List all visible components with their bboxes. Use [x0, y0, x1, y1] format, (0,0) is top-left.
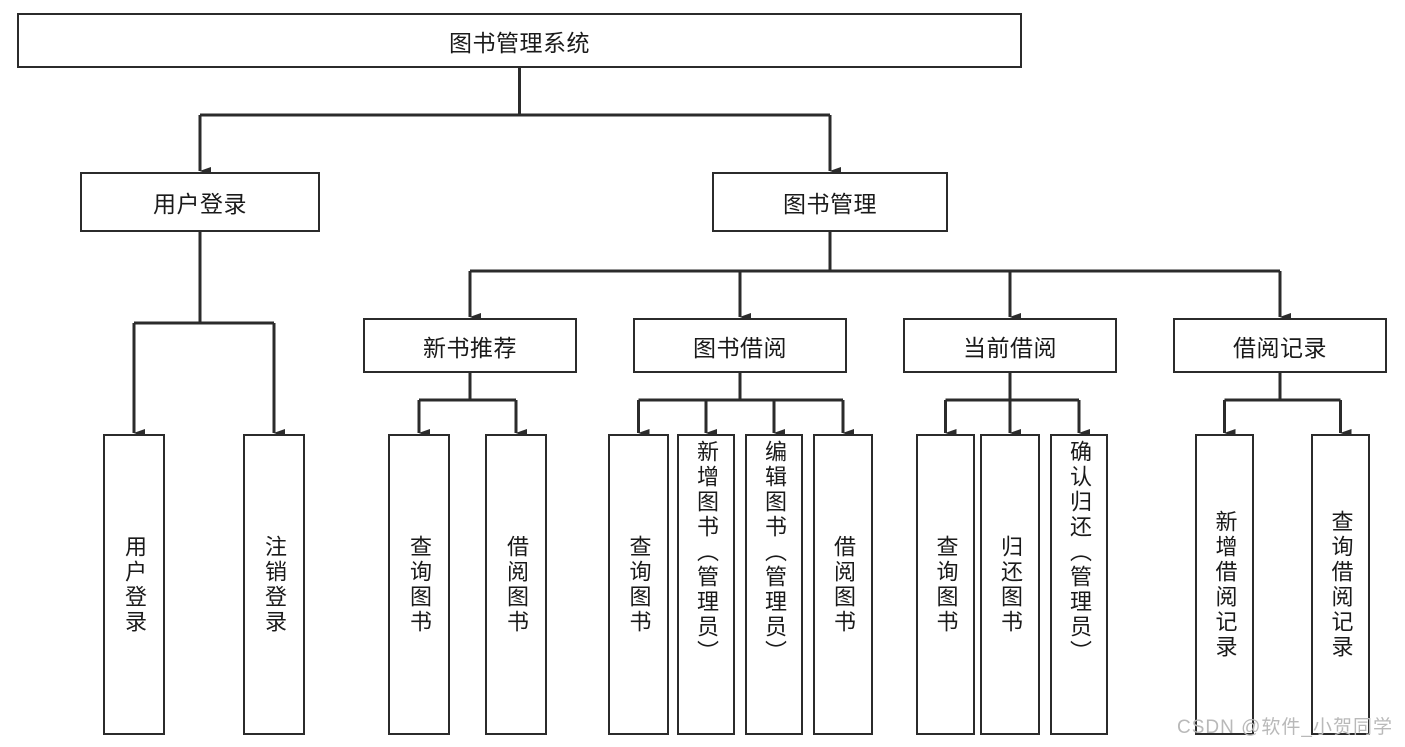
node-label: 归还图书	[998, 534, 1023, 635]
node-label: 查询借阅记录	[1328, 509, 1354, 660]
node-label: 新书推荐	[423, 334, 517, 361]
node-label: 图书借阅	[693, 334, 787, 361]
node-label: 注销登录	[262, 534, 287, 635]
node-leaf-query-book[interactable]: 查询图书	[608, 434, 669, 735]
node-leaf-query-book-cur[interactable]: 查询图书	[916, 434, 975, 735]
node-label: 图书管理系统	[449, 29, 590, 56]
node-new-book-rec[interactable]: 新书推荐	[363, 318, 577, 373]
node-leaf-edit-book[interactable]: 编辑图书（管理员）	[745, 434, 803, 735]
node-leaf-query-record[interactable]: 查询借阅记录	[1311, 434, 1370, 735]
node-leaf-user-logout[interactable]: 注销登录	[243, 434, 305, 735]
node-leaf-user-login[interactable]: 用户登录	[103, 434, 165, 735]
watermark-text: CSDN @软件_小贺同学	[1177, 717, 1393, 738]
node-label: 借阅图书	[831, 534, 856, 635]
node-leaf-confirm-return[interactable]: 确认归还（管理员）	[1050, 434, 1108, 735]
node-user-login[interactable]: 用户登录	[80, 172, 320, 232]
node-label: 查询图书	[407, 534, 432, 635]
node-label: 用户登录	[122, 534, 147, 635]
node-leaf-add-record[interactable]: 新增借阅记录	[1195, 434, 1254, 735]
node-label: 查询图书	[626, 534, 652, 635]
node-root[interactable]: 图书管理系统	[17, 13, 1022, 68]
node-label: 图书管理	[783, 191, 877, 217]
node-label: 用户登录	[153, 191, 247, 217]
node-book-borrow[interactable]: 图书借阅	[633, 318, 847, 373]
node-label: 新增借阅记录	[1212, 509, 1238, 660]
node-current-borrow[interactable]: 当前借阅	[903, 318, 1117, 373]
node-label: 查询图书	[933, 534, 959, 635]
node-leaf-query-book-rec[interactable]: 查询图书	[388, 434, 450, 735]
node-label: 编辑图书（管理员）	[762, 440, 787, 665]
node-label: 新增图书（管理员）	[694, 440, 719, 665]
node-label: 借阅记录	[1233, 334, 1327, 361]
node-label: 当前借阅	[963, 334, 1057, 361]
node-leaf-add-book[interactable]: 新增图书（管理员）	[677, 434, 735, 735]
node-book-manage[interactable]: 图书管理	[712, 172, 948, 232]
node-borrow-record[interactable]: 借阅记录	[1173, 318, 1387, 373]
node-label: 确认归还（管理员）	[1067, 440, 1092, 665]
node-leaf-borrow-book-rec[interactable]: 借阅图书	[485, 434, 547, 735]
node-leaf-borrow-book[interactable]: 借阅图书	[813, 434, 873, 735]
node-label: 借阅图书	[504, 534, 529, 635]
node-leaf-return-book[interactable]: 归还图书	[980, 434, 1040, 735]
